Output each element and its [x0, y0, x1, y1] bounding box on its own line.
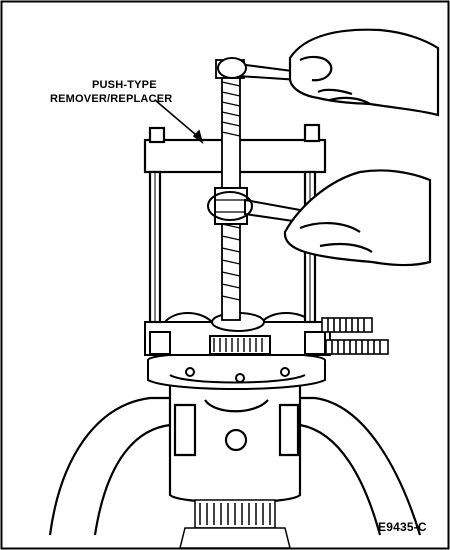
upper-wrench	[217, 57, 301, 82]
flange	[147, 351, 326, 390]
callout-arrow	[154, 99, 204, 145]
housing	[48, 378, 422, 536]
lower-hand	[283, 169, 432, 267]
callout-label-line1: PUSH-TYPE	[92, 79, 157, 91]
upper-hand	[288, 28, 440, 117]
lower-gear	[179, 499, 291, 549]
figure-code: E9435-C	[378, 520, 427, 534]
side-bolts	[321, 317, 389, 355]
callout-label-line2: REMOVER/REPLACER	[50, 93, 173, 105]
